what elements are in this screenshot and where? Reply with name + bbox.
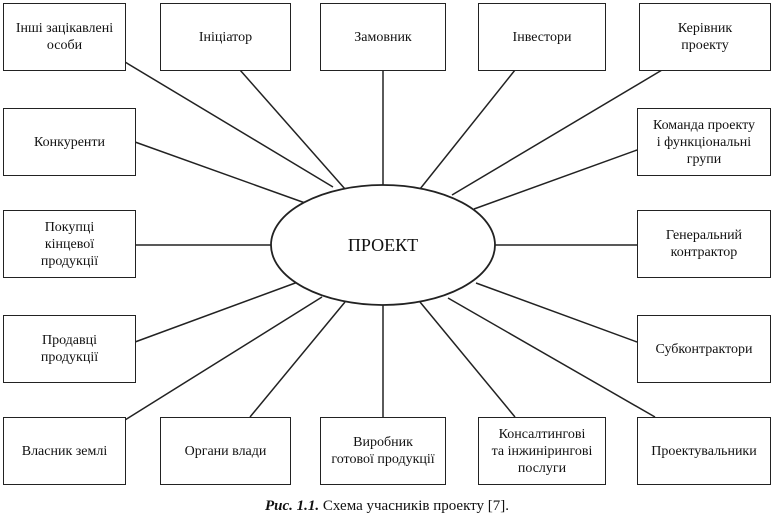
box-other-stakeholders: Інші зацікавлені особи [3, 3, 126, 71]
line-consulting [419, 301, 516, 418]
box-subcontractors: Субконтрактори [637, 315, 771, 383]
box-customer: Замовник [320, 3, 446, 71]
box-investors: Інвестори [478, 3, 606, 71]
box-project-team: Команда проекту і функціональні групи [637, 108, 771, 176]
figure-caption: Рис. 1.1. Схема учасників проекту [7]. [0, 498, 774, 515]
caption-text: Схема учасників проекту [7]. [319, 498, 509, 514]
box-authorities: Органи влади [160, 417, 291, 485]
line-manager [451, 69, 663, 196]
box-producer: Виробник готової продукції [320, 417, 446, 485]
box-competitors: Конкуренти [3, 108, 136, 176]
box-general-contractor: Генеральний контрактор [637, 210, 771, 278]
box-project-manager: Керівник проекту [639, 3, 771, 71]
project-label: ПРОЕКТ [347, 234, 419, 255]
box-buyers: Покупці кінцевої продукції [3, 210, 136, 278]
box-sellers: Продавці продукції [3, 315, 136, 383]
line-subcontractors [475, 282, 638, 343]
line-team [473, 149, 638, 210]
line-sellers [134, 281, 299, 343]
box-initiator: Ініціатор [160, 3, 291, 71]
line-designers [447, 297, 656, 418]
project-ellipse [270, 184, 496, 306]
line-other [124, 61, 334, 188]
box-designers: Проектувальники [637, 417, 771, 485]
box-consulting: Консалтингові та інжинірингові послуги [478, 417, 606, 485]
caption-label: Рис. 1.1. [264, 498, 320, 514]
line-competitors [134, 141, 309, 205]
box-landowner: Власник землі [3, 417, 126, 485]
line-initiator [239, 69, 346, 190]
line-authorities [249, 301, 346, 418]
line-investors [419, 69, 516, 190]
line-landowner [124, 296, 323, 421]
